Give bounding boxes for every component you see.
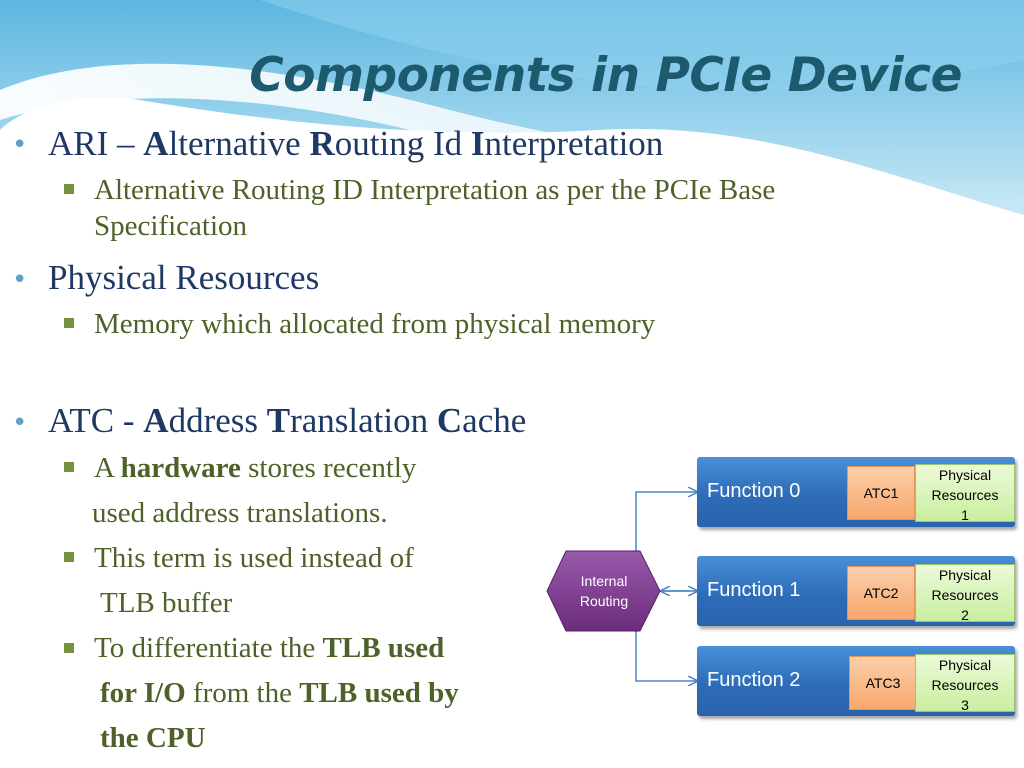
bullet-dot: • [12, 408, 28, 438]
atc-sub1-line1: A hardware stores recently [94, 452, 417, 484]
function-label: Function 1 [707, 579, 801, 601]
bullet-physical-resources: Physical Resources [48, 258, 320, 297]
atc-box: ATC2 [847, 566, 915, 620]
bullet-atc: ATC - Address Translation Cache [48, 401, 527, 440]
slide-title: Components in PCIe Device [249, 48, 962, 103]
atc-box: ATC1 [847, 466, 915, 520]
ari-sub-line1: Alternative Routing ID Interpretation as… [94, 174, 776, 206]
connector-function-2 [635, 631, 697, 681]
sub-bullet-square [64, 184, 74, 194]
atc-box: ATC3 [849, 656, 917, 710]
internal-routing-label: Internal Routing [579, 573, 629, 609]
bullet-dot: • [12, 265, 28, 295]
sub-bullet-square [64, 462, 74, 472]
bullet-ari: ARI – Alternative Routing Id Interpretat… [48, 124, 664, 163]
internal-routing-hexagon [546, 550, 661, 632]
atc-sub3-line2: for I/O from the TLB used by [100, 677, 459, 709]
atc-sub3-line1: To differentiate the TLB used [94, 632, 445, 664]
function-label: Function 0 [707, 480, 801, 502]
atc-sub1-line2: used address translations. [92, 497, 388, 529]
connector-function-0 [635, 492, 697, 551]
atc-sub2-line2: TLB buffer [100, 587, 233, 619]
sub-bullet-square [64, 552, 74, 562]
bullet-dot: • [12, 130, 28, 160]
ari-sub-line2: Specification [94, 210, 248, 242]
atc-sub2-line1: This term is used instead of [94, 542, 414, 574]
phys-sub: Memory which allocated from physical mem… [94, 308, 656, 340]
sub-bullet-square [64, 318, 74, 328]
atc-sub3-line3: the CPU [100, 722, 206, 754]
function-label: Function 2 [707, 669, 801, 691]
sub-bullet-square [64, 643, 74, 653]
